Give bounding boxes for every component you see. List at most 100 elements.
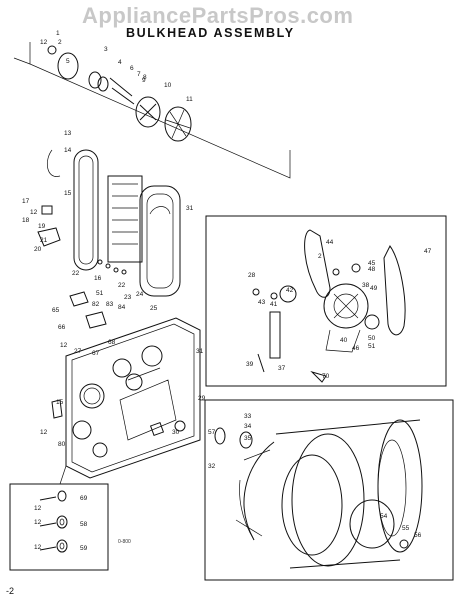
part-label: 11	[186, 96, 193, 103]
part-drum-seal	[349, 499, 395, 549]
part-label: 59	[80, 545, 88, 552]
part-label: 37	[278, 365, 286, 372]
part-label: 21	[40, 237, 48, 244]
part-thermostat	[69, 291, 89, 307]
inset-box-motor	[205, 215, 447, 387]
part-label: 5	[66, 58, 70, 65]
part-label: 31	[196, 348, 204, 355]
part-label: 51	[96, 290, 104, 297]
part-label: 38	[362, 282, 370, 289]
part-label: 12	[40, 39, 48, 46]
part-label: 12	[34, 505, 42, 512]
part-label: 20	[34, 246, 42, 253]
top-panel-outline	[29, 42, 291, 179]
part-fuse	[85, 311, 107, 329]
part-label: 2	[318, 253, 322, 260]
part-lint-duct	[139, 185, 181, 297]
part-label: 25	[150, 305, 158, 312]
part-label: 7	[137, 71, 141, 78]
drawing-code: 0-800	[118, 539, 131, 545]
part-label: 56	[414, 532, 422, 539]
part-label: 22	[118, 282, 126, 289]
diagram-title: BULKHEAD ASSEMBLY	[126, 26, 295, 40]
part-bearing	[88, 71, 102, 89]
part-label: 16	[94, 275, 102, 282]
part-label: 1	[56, 30, 60, 37]
part-label: 68	[108, 339, 116, 346]
part-sensor	[51, 399, 63, 419]
part-label: 47	[424, 248, 432, 255]
part-label: 46	[352, 345, 360, 352]
part-label: 24	[136, 291, 144, 298]
part-label: 15	[64, 190, 72, 197]
part-label: 9	[142, 77, 146, 84]
part-label: 48	[368, 266, 376, 273]
part-label: 27	[74, 348, 82, 355]
part-bracket	[37, 227, 61, 247]
part-label: 19	[38, 223, 46, 230]
part-label: 32	[208, 463, 216, 470]
part-label: 8	[143, 74, 147, 81]
part-label: 83	[106, 301, 114, 308]
part-bearing-rear	[174, 420, 186, 432]
part-label: 18	[22, 217, 30, 224]
page-number: -2	[6, 586, 15, 596]
part-label: 43	[258, 299, 266, 306]
part-label: 3	[104, 46, 108, 53]
part-label: 12	[34, 519, 42, 526]
part-label: 82	[92, 301, 100, 308]
part-label: 2	[58, 39, 62, 46]
part-label: 33	[244, 413, 252, 420]
part-motor	[323, 283, 369, 329]
part-pulley	[135, 96, 161, 128]
part-label: 17	[22, 198, 30, 205]
part-label: 31	[186, 205, 194, 212]
part-label: 66	[58, 324, 66, 331]
part-bulkhead	[65, 317, 201, 479]
part-shaft	[109, 77, 135, 105]
part-label: 39	[246, 361, 254, 368]
part-label: 57	[208, 429, 216, 436]
part-blower-wheel	[164, 106, 192, 142]
part-label: 51	[368, 343, 376, 350]
part-drum-front	[291, 433, 365, 567]
part-label: 67	[92, 350, 100, 357]
part-label: 42	[286, 287, 294, 294]
part-front-seal	[73, 149, 99, 271]
part-label: 54	[380, 513, 388, 520]
part-label: 84	[118, 304, 126, 311]
part-idler-arm	[269, 311, 281, 359]
part-label: 4	[118, 59, 122, 66]
part-label: 69	[80, 495, 88, 502]
part-label: 12	[34, 544, 42, 551]
part-label: 70	[322, 373, 330, 380]
part-label: 34	[244, 423, 252, 430]
part-disc	[57, 52, 79, 80]
part-label: 45	[368, 260, 376, 267]
part-label: 49	[370, 285, 378, 292]
part-label: 65	[52, 307, 60, 314]
part-label: 15	[56, 399, 64, 406]
part-label: 28	[248, 272, 256, 279]
part-switch	[41, 205, 53, 215]
part-label: 58	[80, 521, 88, 528]
part-label: 12	[30, 209, 38, 216]
watermark: AppliancePartsPros.com	[82, 3, 354, 28]
part-label: 44	[326, 239, 334, 246]
part-nut	[47, 45, 57, 55]
part-label: 41	[270, 301, 278, 308]
part-label: 6	[130, 65, 134, 72]
part-label: 30	[172, 429, 180, 436]
part-label: 80	[58, 441, 66, 448]
part-label: 55	[402, 525, 410, 532]
part-label: 22	[72, 270, 80, 277]
inset-box-left	[9, 483, 109, 571]
part-label: 23	[124, 294, 132, 301]
part-label: 50	[368, 335, 376, 342]
part-label: 10	[164, 82, 172, 89]
part-grille	[107, 175, 143, 263]
part-label: 29	[198, 395, 206, 402]
part-label: 12	[60, 342, 68, 349]
